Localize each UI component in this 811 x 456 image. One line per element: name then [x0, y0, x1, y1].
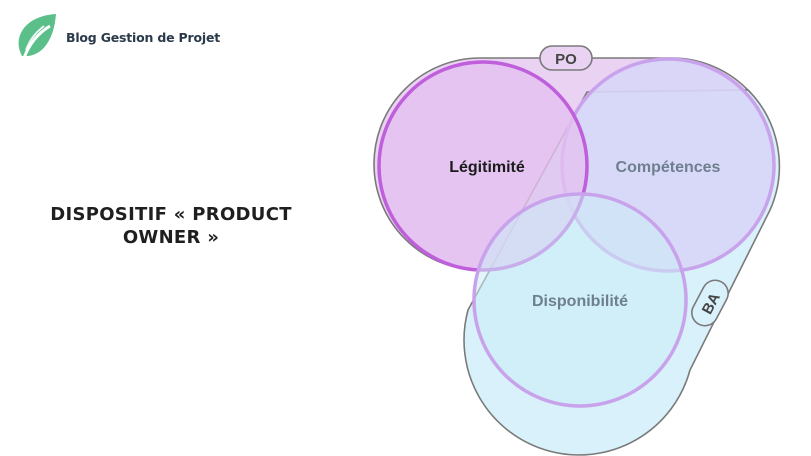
page-heading-line2: OWNER »	[122, 227, 220, 248]
disponibilite-label: Disponibilité	[532, 293, 628, 310]
legitimite-label: Légitimité	[449, 159, 525, 176]
brand-name: Blog Gestion de Projet	[66, 29, 221, 45]
page-heading-line1: DISPOSITIF « PRODUCT	[50, 204, 292, 225]
page-heading: DISPOSITIF « PRODUCT OWNER »	[40, 203, 302, 249]
brand[interactable]: Blog Gestion de Projet	[14, 12, 220, 62]
competences-label: Compétences	[616, 159, 721, 176]
ba-tag	[691, 279, 729, 327]
disponibilite-circle	[472, 192, 688, 408]
po-tag	[539, 45, 593, 71]
leaf-logo-icon	[18, 14, 56, 59]
po-tag-label: PO	[555, 51, 577, 68]
